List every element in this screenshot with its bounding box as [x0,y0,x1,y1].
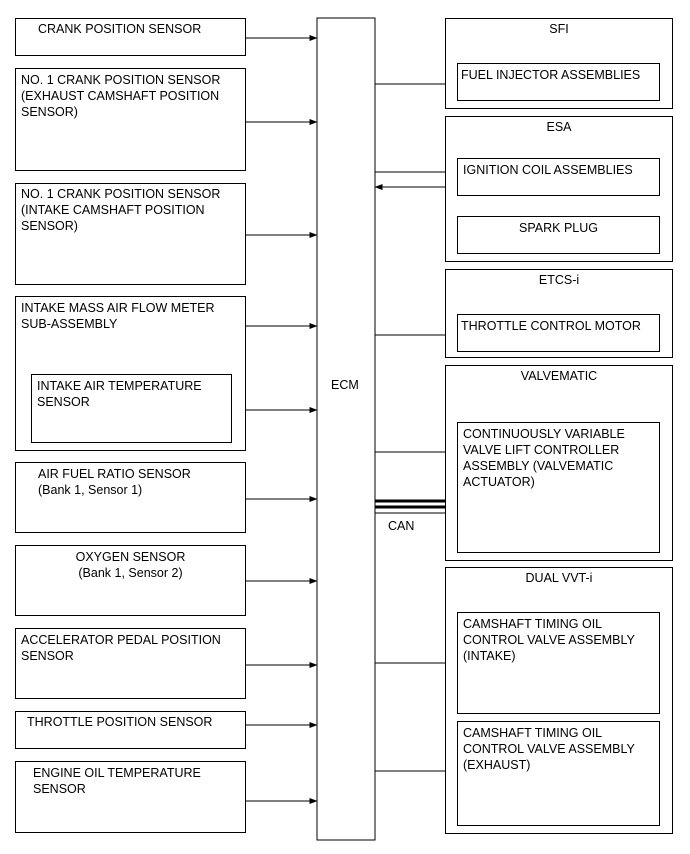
ocv-exhaust-box [457,721,660,826]
sfi-title: SFI [549,22,569,36]
throttle-position-sensor-box [15,711,246,749]
accelerator-pedal-sensor-box [15,628,246,699]
iat-sensor-label: INTAKE AIR TEMPERATURE SENSOR [37,379,202,409]
valvematic-title: VALVEMATIC [520,369,598,383]
vvt-title: DUAL VVT-i [525,571,593,585]
ignition-coil-box [457,158,660,196]
crank-position-sensor-label: CRANK POSITION SENSOR [38,22,202,36]
valvematic-actuator-box [457,422,660,553]
no1-crank-exhaust-box [15,68,246,171]
ocv-exhaust-label: CAMSHAFT TIMING OIL CONTROL VALVE ASSEMB… [463,726,635,772]
af-sensor-box [15,462,246,533]
throttle-control-motor-label: THROTTLE CONTROL MOTOR [461,319,641,333]
fuel-injector-label: FUEL INJECTOR ASSEMBLIES [461,68,641,82]
iat-sensor-box [31,374,232,443]
throttle-control-motor-box [457,314,660,352]
can-label: CAN [388,519,415,533]
crank-position-sensor-box [15,18,246,56]
maf-meter-label: INTAKE MASS AIR FLOW METER SUB-ASSEMBLY [21,301,215,331]
ecm-box [316,17,376,841]
can-bus [375,499,457,514]
fuel-injector-box [457,63,660,101]
esa-title: ESA [546,120,572,134]
engine-oil-temp-sensor-label: ENGINE OIL TEMPERATURE SENSOR [33,766,201,796]
no1-crank-exhaust-label: NO. 1 CRANK POSITION SENSOR (EXHAUST CAM… [21,73,221,119]
ocv-intake-label: CAMSHAFT TIMING OIL CONTROL VALVE ASSEMB… [463,617,635,663]
af-sensor-label: AIR FUEL RATIO SENSOR (Bank 1, Sensor 1) [38,467,191,497]
no1-crank-intake-box [15,183,246,285]
no1-crank-intake-label: NO. 1 CRANK POSITION SENSOR (INTAKE CAMS… [21,187,221,233]
spark-plug-label: SPARK PLUG [519,221,598,235]
accelerator-pedal-sensor-label: ACCELERATOR PEDAL POSITION SENSOR [21,633,221,663]
ocv-intake-box [457,612,660,714]
oxygen-sensor-label: OXYGEN SENSOR (Bank 1, Sensor 2) [75,550,186,580]
ecm-label: ECM [331,378,359,392]
spark-plug-box [457,216,660,254]
etcs-title: ETCS-i [538,273,580,287]
engine-oil-temp-sensor-box [15,761,246,833]
valvematic-actuator-label: CONTINUOUSLY VARIABLE VALVE LIFT CONTROL… [463,427,625,489]
ignition-coil-label: IGNITION COIL ASSEMBLIES [463,163,633,177]
throttle-position-sensor-label: THROTTLE POSITION SENSOR [27,715,213,729]
oxygen-sensor-box [15,545,246,616]
